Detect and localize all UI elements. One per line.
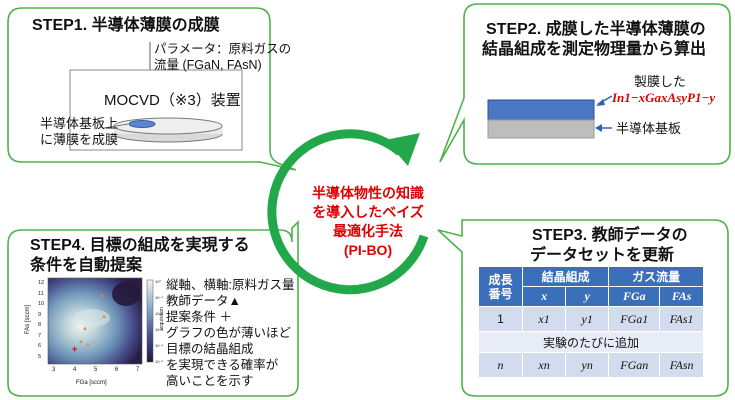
y-tick-label: 9 (38, 311, 42, 318)
header-growth-l1: 成長 (488, 272, 513, 287)
step4-desc-line1: 縦軸、横軸:原料ガス量 (166, 278, 295, 292)
y-tick-label: 7 (38, 332, 42, 339)
film-arrowhead (596, 99, 605, 106)
y-tick-label: 6 (38, 343, 42, 349)
table-row-added-note: 実験のたびに追加 (478, 331, 704, 353)
rown-number: n (477, 352, 524, 378)
step3-title-line2: データセットを更新 (530, 247, 675, 264)
header-gasflow: ガス流量 (608, 266, 704, 287)
colorbar-tick-label: 10⁻¹ (155, 295, 163, 300)
added-note: 実験のたびに追加 (478, 331, 704, 353)
colorbar-tick-label: 10⁻⁴ (155, 343, 164, 348)
step1-param-line1: パラメータ：原料ガスの (154, 42, 292, 56)
x-tick-label: 6 (115, 367, 119, 373)
colorbar (146, 279, 154, 363)
x-tick-label: 3 (52, 367, 56, 373)
cycle-arrow (267, 129, 429, 295)
header-growth-number: 成長 番号 (477, 266, 524, 307)
heatmap-xlabel: FGa [sccm] (76, 380, 107, 386)
step1-flow-formula: 流量 (FGaN, FAsN) (154, 58, 262, 72)
training-point-marker: ▲ (85, 342, 91, 348)
row1-number: 1 (477, 306, 524, 332)
heatmap-dark-blob (112, 282, 140, 306)
table-header-row: 成長 番号 結晶組成 ガス流量 (477, 266, 704, 307)
step4-desc-line7: 高いことを示す (166, 374, 254, 388)
training-point-marker: ▲ (82, 326, 88, 332)
step1-param-flow: 流量 (FGaN, FAsN) (154, 58, 262, 73)
x-tick-label: 4 (73, 367, 77, 373)
step3-title-line1: STEP3. 教師データの (532, 227, 688, 244)
step2-substrate-label: 半導体基板 (616, 121, 682, 136)
step2-title-line1: STEP2. 成膜した半導体薄膜の (486, 21, 706, 38)
colorbar-tick-label: 10⁰ (155, 279, 162, 284)
table-row: n xn yn FGan FAsn (477, 352, 704, 378)
training-point-marker: ▲ (99, 293, 105, 299)
training-point-marker: ▲ (101, 314, 107, 320)
row1-y: y1 (565, 306, 610, 332)
rown-y: yn (565, 352, 610, 378)
training-point-marker: ▲ (78, 339, 84, 345)
heatmap-light-band (74, 309, 110, 327)
row1-fas: FAs1 (659, 306, 704, 332)
header-growth-l2: 番号 (488, 286, 513, 301)
step4-desc-line3: 提案条件 ＋ (166, 310, 232, 324)
y-tick-label: 12 (38, 280, 45, 286)
step4-desc-line2: 教師データ▲ (166, 294, 241, 308)
y-tick-label: 11 (38, 290, 44, 297)
row1-fga: FGa1 (608, 306, 661, 332)
step4-desc-line4: グラフの色が薄いほど (166, 326, 292, 340)
cycle-arrowhead (385, 133, 420, 166)
proposed-point-marker: + (72, 344, 78, 354)
subheader-y: y (565, 286, 610, 307)
step1-device-label: MOCVD（※3）装置 (104, 92, 241, 109)
dataset-table: 成長 番号 結晶組成 ガス流量 x y FGa FAs 1 x1 y1 FGa1… (477, 266, 704, 378)
subheader-fga: FGa (608, 286, 661, 307)
rown-x: xn (522, 352, 567, 378)
substrate-arrowhead (595, 124, 602, 132)
rown-fga: FGan (608, 352, 661, 378)
heatmap-ylabel: FAs [sccm] (25, 304, 32, 335)
table-row: 1 x1 y1 FGa1 FAs1 (477, 306, 704, 332)
y-tick-label: 8 (38, 322, 42, 328)
center-line1: 半導体物性の知識 (312, 185, 424, 201)
colorbar-tick-label: 10⁻³ (155, 327, 163, 332)
substrate-pointer (103, 123, 129, 129)
rown-fas: FAsn (659, 352, 704, 378)
y-tick-label: 10 (38, 301, 45, 307)
step1-substrate-line2: に薄膜を成膜 (40, 132, 119, 147)
x-tick-label: 5 (94, 367, 98, 373)
step4-title-line2: 条件を自動提案 (30, 257, 143, 274)
step4-title-line1: STEP4. 目標の組成を実現する (30, 237, 250, 254)
step2-film-label: 製膜した (634, 74, 687, 89)
header-composition: 結晶組成 (522, 266, 610, 287)
substrate-layer (487, 119, 595, 139)
center-line3: 最適化手法 (333, 223, 403, 239)
step4-desc-line5: 目標の結晶組成 (166, 342, 254, 356)
center-line4: (PI-BO) (343, 242, 393, 258)
center-method-text: 半導体物性の知識 を導入したベイズ 最適化手法 (PI-BO) (296, 184, 440, 260)
subheader-fas: FAs (659, 286, 704, 307)
step4-desc-line6: を実現できる確率が (166, 358, 279, 372)
center-line2: を導入したベイズ (312, 204, 424, 220)
step1-substrate-line1: 半導体基板上 (40, 116, 119, 131)
subheader-x: x (522, 286, 567, 307)
substrate-disk (128, 120, 156, 128)
step2-film-formula: In1−xGaxAsyP1−y (612, 90, 716, 105)
step2-title-line2: 結晶組成を測定物理量から算出 (482, 41, 707, 58)
film-layer (487, 99, 595, 121)
x-tick-label: 7 (136, 367, 140, 373)
step1-title: STEP1. 半導体薄膜の成膜 (32, 17, 220, 34)
colorbar-tick-label: 10⁻⁵ (155, 359, 164, 364)
row1-x: x1 (522, 306, 567, 332)
y-tick-label: 5 (38, 353, 42, 360)
colorbar-tick-label: 10⁻² (155, 311, 163, 316)
